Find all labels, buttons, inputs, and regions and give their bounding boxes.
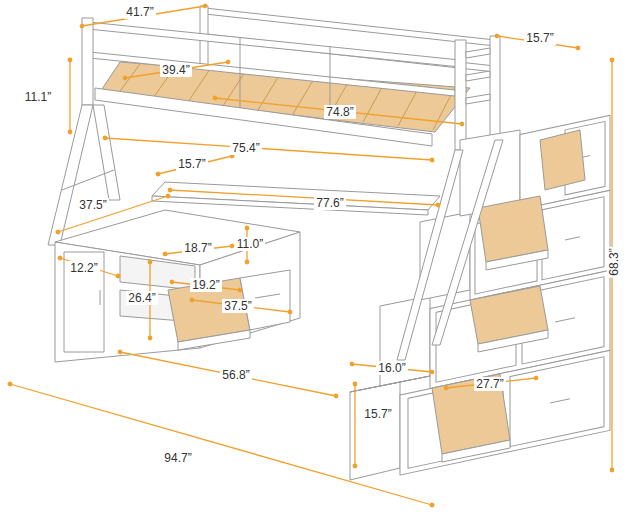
dimension-label: 68.3”	[607, 246, 621, 277]
dimension-label: 41.7”	[124, 5, 155, 19]
dimension-label: 56.8”	[220, 368, 251, 382]
dimension-label: 74.8”	[324, 105, 355, 119]
dimension-label: 15.7”	[362, 407, 393, 421]
dimension-label: 75.4”	[230, 141, 261, 155]
dimension-label: 15.7”	[176, 157, 207, 171]
dimension-label: 27.7”	[474, 377, 505, 391]
dimension-label: 19.2”	[190, 278, 221, 292]
dimension-label: 16.0”	[376, 361, 407, 375]
dimension-label: 94.7”	[162, 451, 193, 465]
dimension-label: 11.0”	[235, 237, 265, 251]
dimension-label: 12.2”	[68, 261, 99, 275]
dimension-label: 15.7”	[524, 31, 555, 45]
dimension-label: 77.6”	[314, 196, 345, 210]
dimension-label: 26.4”	[126, 291, 157, 305]
dimension-lines	[10, 6, 612, 505]
dimension-label: 11.1”	[23, 90, 53, 104]
dimension-label: 18.7”	[182, 241, 213, 255]
dimension-label: 37.5”	[77, 198, 108, 212]
dimension-label: 39.4”	[160, 63, 191, 77]
dimension-label: 37.5”	[222, 299, 253, 313]
